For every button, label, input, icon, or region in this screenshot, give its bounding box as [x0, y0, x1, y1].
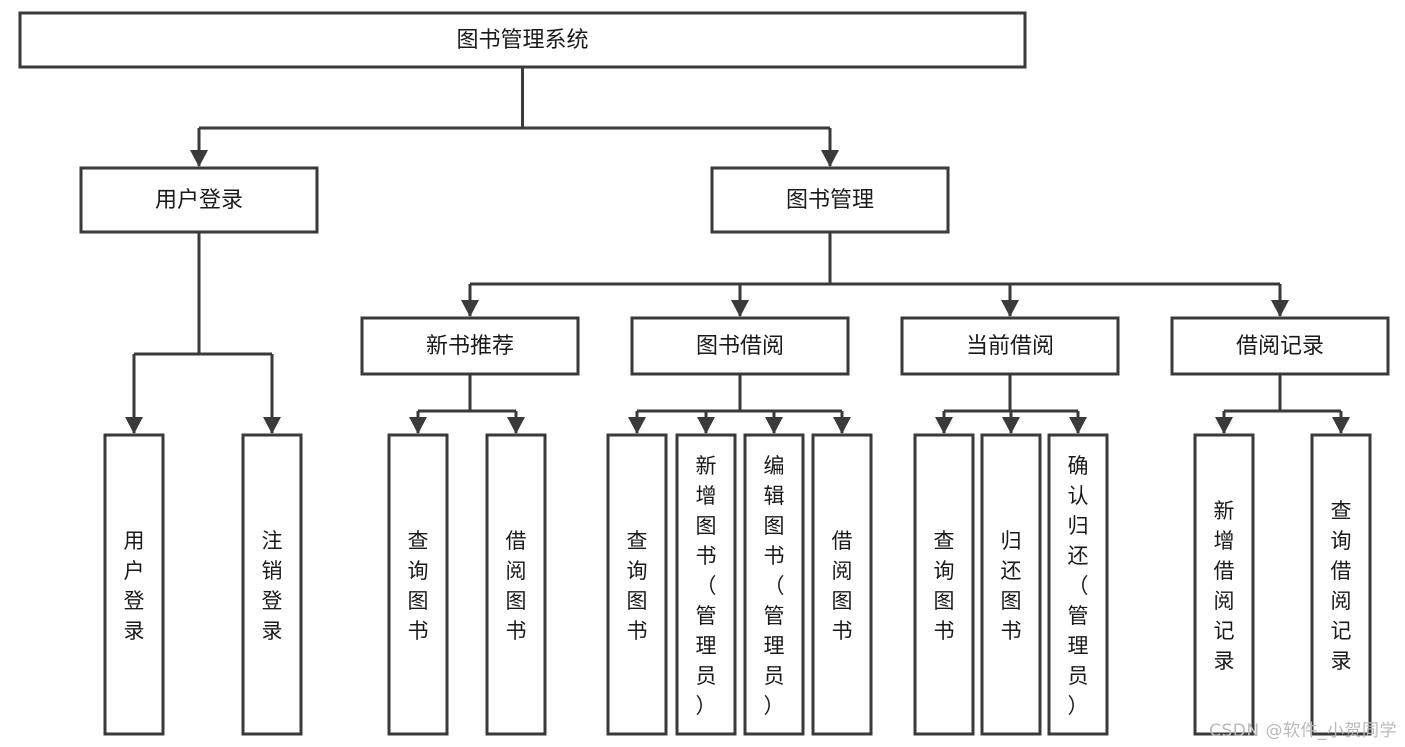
node-label-root: 图书管理系统 [456, 28, 588, 53]
node-bookmgmt[interactable]: 图书管理 [710, 166, 950, 234]
node-box-records [1170, 316, 1390, 376]
node-label-leaf-query-book-new: 查询图书 [408, 529, 429, 643]
node-label-leaf-add-book: 新增图书（管理员） [696, 454, 717, 718]
arrow-head-icon [507, 417, 525, 434]
edge-group-newbook [409, 374, 525, 434]
node-box-borrow [630, 316, 850, 376]
arrow-head-icon [409, 417, 427, 434]
node-leaf-user-login[interactable]: 用户登录 [103, 433, 165, 736]
arrow-head-icon [697, 417, 715, 434]
arrow-head-icon [263, 417, 281, 434]
node-leaf-borrow-book[interactable]: 借阅图书 [811, 433, 873, 736]
node-label-leaf-borrow-book: 借阅图书 [832, 529, 853, 643]
node-leaf-add-record[interactable]: 新增借阅记录 [1193, 433, 1255, 736]
node-leaf-query-record[interactable]: 查询借阅记录 [1310, 433, 1372, 736]
node-leaf-confirm-return[interactable]: 确认归还（管理员） [1047, 433, 1109, 736]
edge-group-current [935, 374, 1087, 434]
node-label-leaf-query-current: 查询图书 [934, 529, 955, 643]
arrow-head-icon [1069, 417, 1087, 434]
arrow-head-icon [628, 417, 646, 434]
node-label-borrow: 图书借阅 [696, 334, 784, 359]
node-newbook[interactable]: 新书推荐 [360, 316, 580, 376]
node-box-leaf-borrow-book-new [485, 433, 547, 736]
node-label-newbook: 新书推荐 [426, 334, 514, 359]
arrow-head-icon [821, 150, 839, 167]
node-box-login [79, 166, 319, 234]
connector-layer [125, 67, 1350, 434]
node-leaf-borrow-book-new[interactable]: 借阅图书 [485, 433, 547, 736]
node-box-leaf-logout [241, 433, 303, 736]
node-label-leaf-user-login: 用户登录 [124, 529, 145, 643]
node-box-newbook [360, 316, 580, 376]
node-label-current: 当前借阅 [966, 334, 1054, 359]
arrow-head-icon [765, 417, 783, 434]
node-label-records: 借阅记录 [1236, 334, 1324, 359]
node-box-bookmgmt [710, 166, 950, 234]
node-login[interactable]: 用户登录 [79, 166, 319, 234]
node-box-leaf-return-book [980, 433, 1042, 736]
edge-group-records [1215, 374, 1350, 434]
node-label-leaf-edit-book: 编辑图书（管理员） [764, 454, 785, 718]
node-leaf-edit-book[interactable]: 编辑图书（管理员） [743, 433, 805, 736]
edge-group-login [125, 232, 281, 434]
node-layer: 图书管理系统用户登录图书管理新书推荐图书借阅当前借阅借阅记录用户登录注销登录查询… [18, 11, 1390, 736]
node-label-leaf-logout: 注销登录 [262, 529, 283, 643]
node-box-root [18, 11, 1027, 69]
node-box-leaf-confirm-return [1047, 433, 1109, 736]
node-box-leaf-borrow-book [811, 433, 873, 736]
node-box-leaf-query-book-new [387, 433, 449, 736]
arrow-head-icon [1332, 417, 1350, 434]
arrow-head-icon [190, 150, 208, 167]
edge-group-borrow [628, 374, 851, 434]
node-label-leaf-query-book: 查询图书 [627, 529, 648, 643]
arrow-head-icon [731, 300, 749, 317]
node-box-leaf-query-book [606, 433, 668, 736]
arrow-head-icon [1001, 300, 1019, 317]
node-label-login: 用户登录 [155, 188, 243, 213]
node-leaf-query-book[interactable]: 查询图书 [606, 433, 668, 736]
node-borrow[interactable]: 图书借阅 [630, 316, 850, 376]
arrow-head-icon [935, 417, 953, 434]
node-records[interactable]: 借阅记录 [1170, 316, 1390, 376]
csdn-watermark: CSDN @软件_小贺同学 [1209, 721, 1397, 741]
edge-group-root [190, 67, 839, 167]
arrow-head-icon [833, 417, 851, 434]
node-box-leaf-edit-book [743, 433, 805, 736]
node-box-current [900, 316, 1120, 376]
node-box-leaf-query-record [1310, 433, 1372, 736]
node-box-leaf-user-login [103, 433, 165, 736]
node-label-leaf-query-record: 查询借阅记录 [1331, 499, 1352, 673]
node-label-leaf-confirm-return: 确认归还（管理员） [1068, 454, 1089, 718]
arrow-head-icon [1271, 300, 1289, 317]
node-box-leaf-add-book [675, 433, 737, 736]
node-current[interactable]: 当前借阅 [900, 316, 1120, 376]
node-root[interactable]: 图书管理系统 [18, 11, 1027, 69]
arrow-head-icon [461, 300, 479, 317]
node-box-leaf-query-current [913, 433, 975, 736]
node-leaf-add-book[interactable]: 新增图书（管理员） [675, 433, 737, 736]
node-leaf-logout[interactable]: 注销登录 [241, 433, 303, 736]
node-leaf-return-book[interactable]: 归还图书 [980, 433, 1042, 736]
arrow-head-icon [1002, 417, 1020, 434]
arrow-head-icon [125, 417, 143, 434]
node-label-leaf-add-record: 新增借阅记录 [1214, 499, 1235, 673]
node-leaf-query-book-new[interactable]: 查询图书 [387, 433, 449, 736]
node-label-leaf-return-book: 归还图书 [1001, 529, 1022, 643]
node-label-leaf-borrow-book-new: 借阅图书 [506, 529, 527, 643]
node-box-leaf-add-record [1193, 433, 1255, 736]
edge-group-bookmgmt [461, 232, 1289, 317]
node-leaf-query-current[interactable]: 查询图书 [913, 433, 975, 736]
arrow-head-icon [1215, 417, 1233, 434]
node-label-bookmgmt: 图书管理 [786, 188, 874, 213]
